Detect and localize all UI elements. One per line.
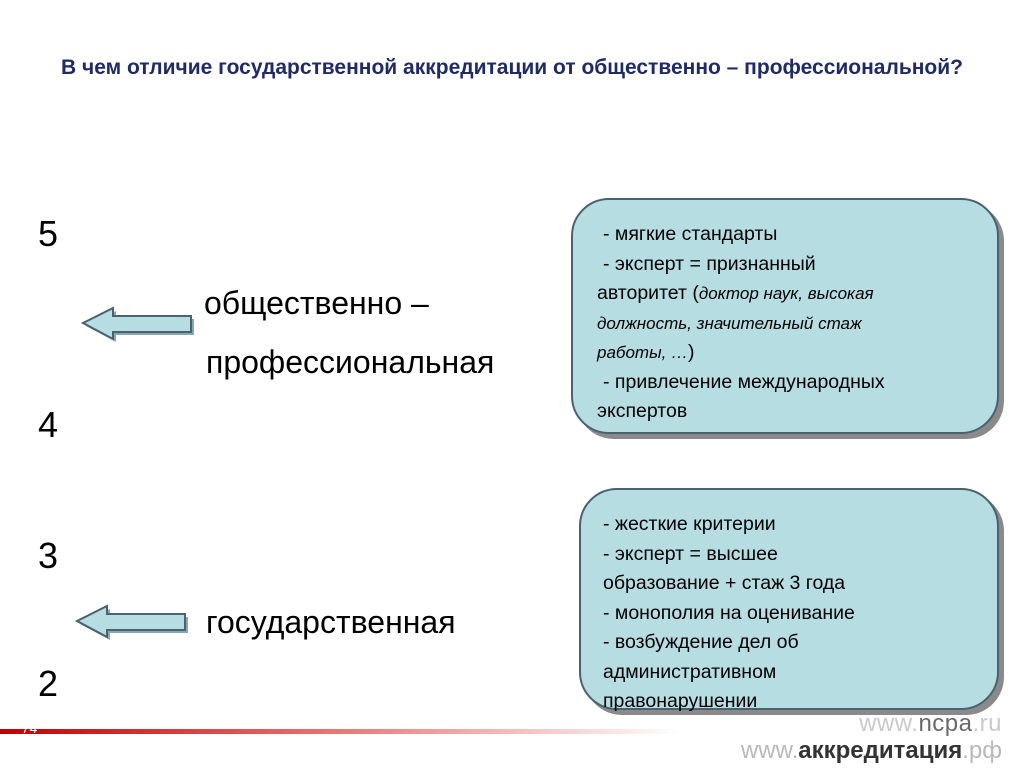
public-accreditation-callout: - мягкие стандарты - эксперт = признанны… [571,198,999,434]
callout-line: административном [603,660,777,683]
callout-line: - эксперт = признанный [603,252,816,275]
footer-red-stripe [0,729,680,734]
footer-url-ncpa[interactable]: www.ncpa.ru [859,710,1002,737]
scale-number-3: 3 [38,535,59,576]
callout-line: - возбуждение дел об [603,631,799,653]
scale-number-4: 4 [38,404,59,445]
callout-line: - жесткие критерии [603,513,776,535]
callout-line: - эксперт = высшее [603,542,778,565]
callout-line: - монополия на оценивание [603,601,855,624]
slide-title: В чем отличие государственной аккредитац… [61,56,963,79]
callout-line: - мягкие стандарты [603,223,778,245]
state-accreditation-callout: - жесткие критерии - эксперт = высшее об… [579,488,999,712]
scale-number-2: 2 [38,663,59,704]
callout-line: авторитет (доктор наук, высокая [597,282,874,304]
slide-number: 74 [22,720,38,736]
left-arrow-icon [80,306,194,342]
label-public-line1: общественно – [204,285,429,321]
callout-line: экспертов [597,400,688,422]
callout-line: образование + стаж 3 года [603,572,846,594]
left-arrow-icon [74,604,188,640]
footer-url-akkreditatsiya[interactable]: www.аккредитация.рф [740,737,1002,764]
callout-line: правонарушении [603,690,758,712]
scale-number-5: 5 [38,213,59,254]
callout-line: - привлечение международных [603,370,885,393]
callout-line: должность, значительный стаж [597,313,862,333]
label-state: государственная [206,604,456,640]
callout-line: работы, …) [597,341,695,363]
label-public-line2: профессиональная [206,344,495,380]
